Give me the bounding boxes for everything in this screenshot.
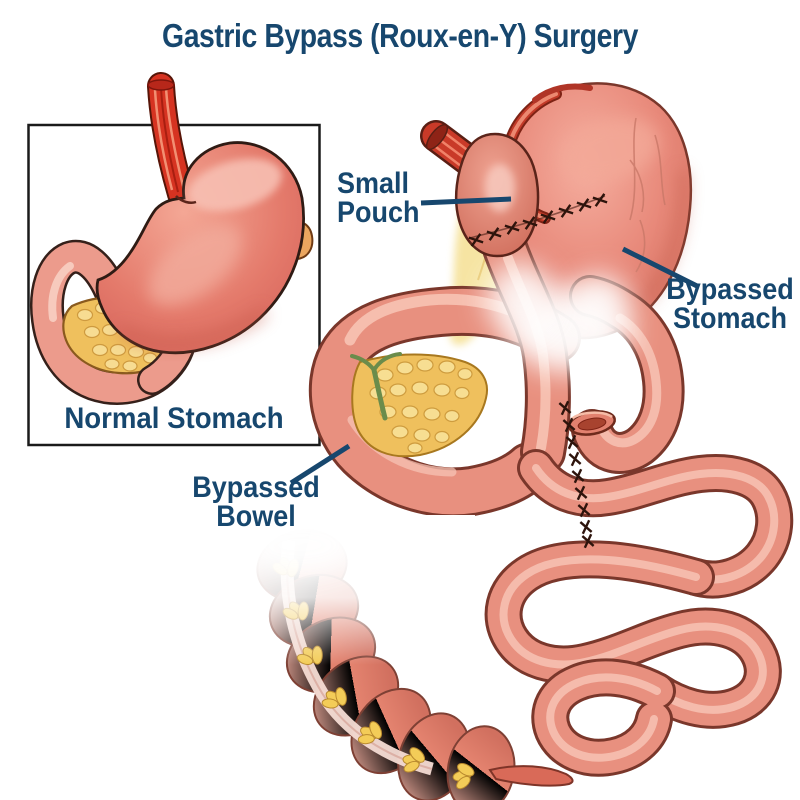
label-bypassed-stomach-line1: Bypassed bbox=[666, 273, 794, 306]
gastric-small-pouch bbox=[454, 132, 540, 258]
bypassed-stomach-leader-line bbox=[621, 246, 701, 290]
label-small-pouch-line1: Small bbox=[337, 167, 410, 200]
normal-stomach-illustration bbox=[30, 72, 314, 405]
bypassed-bowel-leader-line bbox=[289, 443, 351, 486]
esophagus-icon bbox=[147, 72, 195, 208]
staple-line bbox=[467, 192, 609, 248]
small-intestine-coils bbox=[484, 449, 794, 777]
fade-glow bbox=[486, 262, 632, 372]
label-bypassed-stomach: Bypassed Stomach bbox=[654, 273, 800, 335]
label-small-pouch-line2: Pouch bbox=[337, 196, 420, 229]
stomach-vessels bbox=[629, 117, 666, 273]
label-small-pouch: Small Pouch bbox=[337, 167, 420, 229]
small-pouch-leader-line bbox=[420, 196, 512, 206]
bile-duct-icon bbox=[350, 352, 402, 421]
appendix-tip bbox=[488, 765, 574, 787]
label-bypassed-bowel-line2: Bowel bbox=[216, 500, 296, 533]
pancreas-main bbox=[350, 352, 488, 458]
label-bypassed-bowel-line1: Bypassed bbox=[192, 471, 320, 504]
inset-caption: Normal Stomach bbox=[64, 402, 284, 435]
page-title: Gastric Bypass (Roux-en-Y) Surgery bbox=[162, 17, 638, 54]
label-bypassed-bowel: Bypassed Bowel bbox=[179, 471, 334, 533]
colon bbox=[238, 515, 574, 800]
stomach-inset bbox=[95, 141, 305, 355]
label-bypassed-stomach-line2: Stomach bbox=[672, 302, 788, 335]
